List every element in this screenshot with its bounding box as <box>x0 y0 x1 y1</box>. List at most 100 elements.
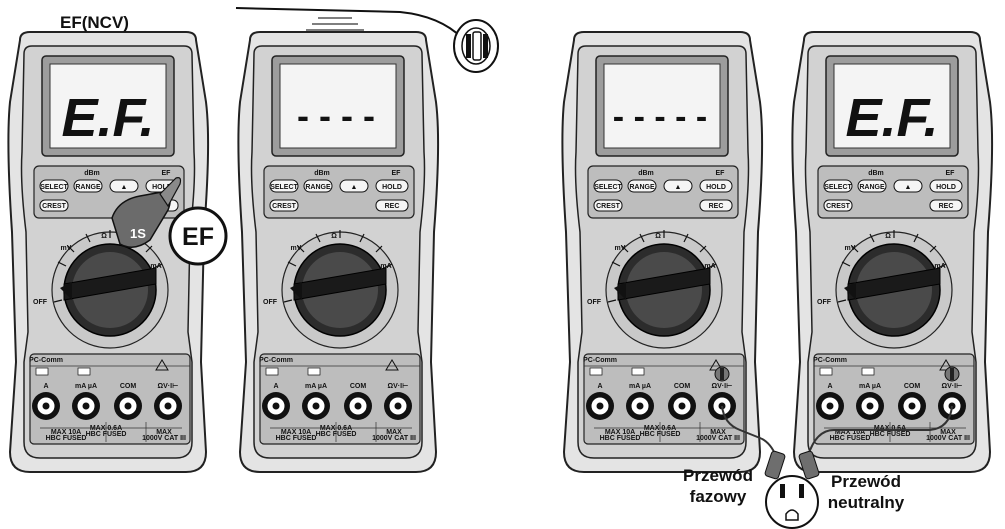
meter-3-fuse-a-line1: MAX 10A <box>605 429 635 436</box>
meter-4-button-up: ▲ <box>905 184 912 191</box>
meter-2-button-hold: HOLD <box>382 184 402 191</box>
meter-3-button-hold: HOLD <box>706 184 726 191</box>
meter-2-cat-line2: 1000V CAT III <box>372 435 416 442</box>
meter-3-dial-ma: mA <box>704 263 715 270</box>
meter-4-off-label: OFF <box>817 299 832 306</box>
meter-4-cat-line2: 1000V CAT III <box>926 435 970 442</box>
meter-2-hold-caption: EF <box>392 170 402 177</box>
meter-2-pccomm-label: PC-Comm <box>259 357 293 364</box>
meter-3-fuse-a-line2: HBC FUSED <box>600 435 641 442</box>
meter-1-off-label: OFF <box>33 299 48 306</box>
meter-3-terminal-com: COM <box>674 383 691 390</box>
meter-2-dial-ma: mA <box>380 263 391 270</box>
meter-3-terminal-a: A <box>597 383 602 390</box>
neutral-wire-caption-line1: Przewód <box>831 472 901 491</box>
meter-4-fuse-a-line2: HBC FUSED <box>830 435 871 442</box>
meter-4-terminal-ma: mA µA <box>859 383 881 390</box>
meter-2-function-caption: dBm <box>314 170 330 177</box>
meter-4-terminal-v: ΩV·I⊢ <box>942 383 963 390</box>
meter-4-terminal-a: A <box>827 383 832 390</box>
hold-duration-label: 1S <box>130 226 146 241</box>
meter-3-pccomm-label: PC-Comm <box>583 357 617 364</box>
meter-1-cat-line2: 1000V CAT III <box>142 435 186 442</box>
phase-wire-caption-line1: Przewód <box>683 466 753 485</box>
live-wire <box>235 7 499 73</box>
meter-2-fuse-ma-line1: MAX 0.6A <box>320 425 352 432</box>
meter-4-fuse-a-line1: MAX 10A <box>835 429 865 436</box>
meter-1-cat-line1: MAX <box>156 429 172 436</box>
meter-4-button-range: RANGE <box>859 184 885 191</box>
meter-3-button-range: RANGE <box>629 184 655 191</box>
meter-4-fuse-ma-line2: HBC FUSED <box>870 431 911 438</box>
meter-3-display: - - - - - <box>613 98 707 136</box>
meter-3-button-select: SELECT <box>594 184 622 191</box>
test-leads <box>714 366 960 480</box>
meter-3-fuse-ma-line1: MAX 0.6A <box>644 425 676 432</box>
hold-press-callout: 1S <box>111 177 182 248</box>
meter-2-terminal-a: A <box>273 383 278 390</box>
meter-4-button-crest: CREST <box>826 203 850 210</box>
meter-2-cat-line1: MAX <box>386 429 402 436</box>
multimeter-4: E.F. SELECT RANGE ▲ HOLD CREST REC dBm EF mV ΩmA O… <box>791 31 994 473</box>
meter-1-button-crest: CREST <box>42 203 66 210</box>
meter-1-terminal-ma: mA µA <box>75 383 97 390</box>
meter-1-terminal-v: ΩV·I⊢ <box>158 383 179 390</box>
meter-3-button-up: ▲ <box>675 184 682 191</box>
meter-4-dial-v: mV <box>845 245 856 252</box>
meter-1-display: E.F. <box>61 88 154 148</box>
meter-4-dial-ohm: Ω <box>885 233 891 240</box>
meter-3-fuse-ma-line2: HBC FUSED <box>640 431 681 438</box>
meter-4-dial-ma: mA <box>934 263 945 270</box>
meter-4-hold-caption: EF <box>946 170 956 177</box>
meter-3-dial-v: mV <box>615 245 626 252</box>
meter-4-function-caption: dBm <box>868 170 884 177</box>
meter-2-display: - - - - <box>297 95 375 136</box>
meter-1-fuse-ma-line2: HBC FUSED <box>86 431 127 438</box>
meter-2-dial-ohm: Ω <box>331 233 337 240</box>
meter-3-cat-line1: MAX <box>710 429 726 436</box>
meter-1-button-select: SELECT <box>40 184 68 191</box>
meter-1-fuse-a-line2: HBC FUSED <box>46 435 87 442</box>
neutral-wire-caption-line2: neutralny <box>828 493 905 512</box>
meter-4-display: E.F. <box>845 88 938 148</box>
meter-2-button-select: SELECT <box>270 184 298 191</box>
meter-4-terminal-com: COM <box>904 383 921 390</box>
meter-3-button-rec: REC <box>709 203 724 210</box>
meter-4-pccomm-label: PC-Comm <box>813 357 847 364</box>
meter-2-terminal-ma: mA µA <box>305 383 327 390</box>
meter-1-button-up: ▲ <box>121 184 128 191</box>
meter-2-button-range: RANGE <box>305 184 331 191</box>
meter-3-off-label: OFF <box>587 299 602 306</box>
meter-2-off-label: OFF <box>263 299 278 306</box>
meter-1-fuse-a-line1: MAX 10A <box>51 429 81 436</box>
meter-1-dial-v: mV <box>61 245 72 252</box>
meter-1-terminal-a: A <box>43 383 48 390</box>
meter-1-hold-caption: EF <box>162 170 172 177</box>
meter-4-button-rec: REC <box>939 203 954 210</box>
meter-2-button-rec: REC <box>385 203 400 210</box>
meter-1-dial-ma: mA <box>150 263 161 270</box>
meter-1-function-caption: dBm <box>84 170 100 177</box>
meter-1-button-hold: HOLD <box>152 184 172 191</box>
meter-2-terminal-v: ΩV·I⊢ <box>388 383 409 390</box>
meter-3-terminal-ma: mA µA <box>629 383 651 390</box>
meter-4-button-hold: HOLD <box>936 184 956 191</box>
meter-2-terminal-com: COM <box>350 383 367 390</box>
meter-2-button-up: ▲ <box>351 184 358 191</box>
meter-4-fuse-ma-line1: MAX 0.6A <box>874 425 906 432</box>
function-title: EF(NCV) <box>60 13 129 32</box>
meter-2-dial-v: mV <box>291 245 302 252</box>
meter-1-button-range: RANGE <box>75 184 101 191</box>
meter-3-hold-caption: EF <box>716 170 726 177</box>
meter-4-button-select: SELECT <box>824 184 852 191</box>
meter-2-fuse-ma-line2: HBC FUSED <box>316 431 357 438</box>
meter-1-dial-ohm: Ω <box>101 233 107 240</box>
meter-1-pccomm-label: PC-Comm <box>29 357 63 364</box>
meter-3-function-caption: dBm <box>638 170 654 177</box>
meter-2-fuse-a-line1: MAX 10A <box>281 429 311 436</box>
ef-callout-label: EF <box>182 223 214 251</box>
phase-wire-caption-line2: fazowy <box>690 487 747 506</box>
